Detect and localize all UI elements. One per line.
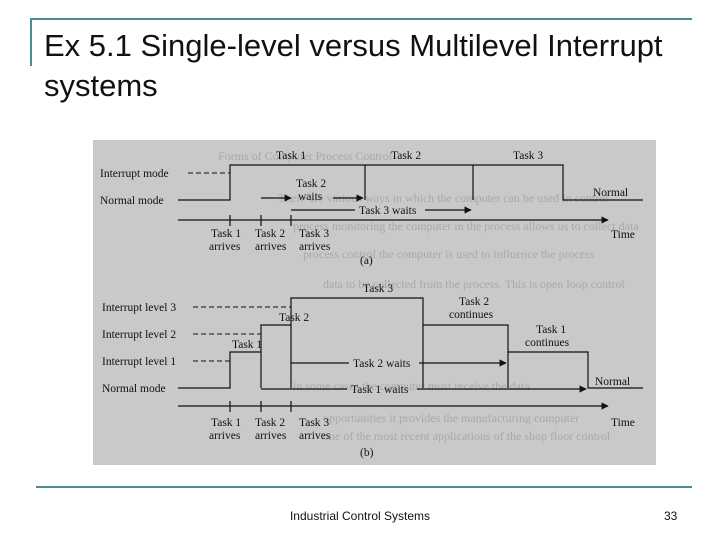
a-level-normal-label: Normal mode	[100, 195, 164, 207]
b-normal-label: Normal mode	[102, 383, 166, 395]
a-task1-label: Task 1	[276, 150, 306, 162]
a-caption: (a)	[360, 255, 373, 267]
svg-text:data to be collected from the: data to be collected from the process. T…	[323, 277, 625, 291]
scan-show-through: Forms of Computer Process Control There …	[218, 149, 639, 443]
b-task1-continues-line2: continues	[525, 337, 570, 349]
a-level-interrupt-label: Interrupt mode	[100, 168, 169, 180]
b-normal-text: Normal	[595, 376, 630, 388]
svg-text:opportunities it provides the: opportunities it provides the manufactur…	[323, 411, 579, 425]
page-number: 33	[664, 509, 678, 523]
a-arrival1-line1: Task 1	[211, 228, 241, 240]
b-arrival2-line1: Task 2	[255, 417, 285, 429]
b-level3-label: Interrupt level 3	[102, 302, 176, 314]
timing-diagram: Forms of Computer Process Control There …	[100, 149, 643, 459]
b-task2-continues-line2: continues	[449, 309, 494, 321]
a-arrival1-line2: arrives	[209, 241, 241, 253]
bottom-rule	[36, 486, 692, 488]
a-normal-label: Normal	[593, 187, 628, 199]
b-task2-waits-label: Task 2 waits	[353, 358, 411, 370]
a-task3-waits-label: Task 3 waits	[359, 205, 417, 217]
b-process-trace	[178, 297, 643, 389]
a-arrival2-line1: Task 2	[255, 228, 285, 240]
b-task1-continues-line1: Task 1	[536, 324, 566, 336]
svg-text:process monitoring the compute: process monitoring the computer in the p…	[293, 219, 639, 233]
b-arrival3-line2: arrives	[299, 430, 331, 442]
b-task1-waits-label: Task 1 waits	[351, 384, 409, 396]
a-process-trace	[178, 164, 643, 201]
b-task2-continues-line1: Task 2	[459, 296, 489, 308]
b-arrival1-line1: Task 1	[211, 417, 241, 429]
b-level2-label: Interrupt level 2	[102, 329, 176, 341]
left-rule	[30, 18, 32, 66]
svg-text:in some cases the computer mus: in some cases the computer must receive …	[293, 379, 530, 393]
b-task1-label: Task 1	[232, 339, 262, 351]
b-arrival1-line2: arrives	[209, 430, 241, 442]
b-level1-label: Interrupt level 1	[102, 356, 176, 368]
footer-text: Industrial Control Systems	[289, 509, 431, 523]
a-arrival2-line2: arrives	[255, 241, 287, 253]
svg-text:process control the computer i: process control the computer is used to …	[303, 247, 595, 261]
slide-title: Ex 5.1 Single-level versus Multilevel In…	[44, 28, 663, 103]
a-task3-label: Task 3	[513, 150, 543, 162]
b-task2-label: Task 2	[279, 312, 309, 324]
svg-text:Forms of Computer Process Cont: Forms of Computer Process Control	[218, 149, 393, 163]
a-arrival3-line1: Task 3	[299, 228, 329, 240]
b-task3-label: Task 3	[363, 283, 393, 295]
a-task2-label: Task 2	[391, 150, 421, 162]
diagram-a: Interrupt mode Normal mode Task 1 Task 2…	[100, 150, 643, 267]
diagram-b: Interrupt level 3 Interrupt level 2 Inte…	[102, 283, 643, 459]
b-time-label: Time	[611, 417, 635, 429]
b-caption: (b)	[360, 447, 374, 459]
b-arrival2-line2: arrives	[255, 430, 287, 442]
a-task2-waits-line2: waits	[298, 191, 323, 203]
b-arrival3-line1: Task 3	[299, 417, 329, 429]
a-arrival3-line2: arrives	[299, 241, 331, 253]
top-rule	[30, 18, 692, 20]
a-task2-waits-line1: Task 2	[296, 178, 326, 190]
interrupt-timing-figure: Forms of Computer Process Control There …	[93, 140, 656, 465]
svg-text:one of the most recent applica: one of the most recent applications of t…	[323, 429, 611, 443]
svg-text:There are various ways in whic: There are various ways in which the comp…	[278, 191, 609, 205]
a-time-label: Time	[611, 229, 635, 241]
